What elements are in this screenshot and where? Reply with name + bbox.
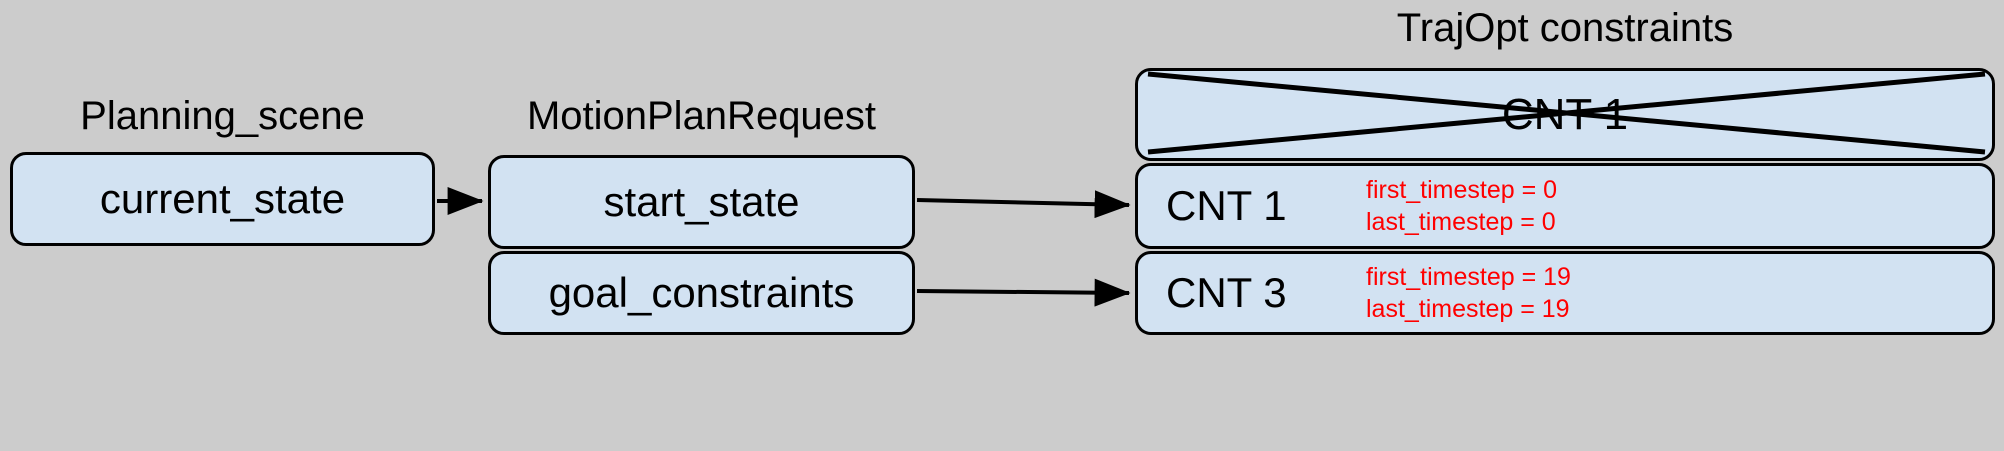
node-goal-constraints-label: goal_constraints — [548, 269, 855, 316]
group-label-trajopt-constraints: TrajOpt constraints — [1396, 6, 1734, 50]
node-cnt-1-annotations: first_timestep = 0 last_timestep = 0 — [1366, 174, 1557, 238]
edge-start-state-to-cnt-1 — [916, 190, 1131, 219]
node-cnt-struck[interactable]: CNT 1 — [1135, 68, 1995, 161]
group-label-planning-scene: Planning_scene — [80, 94, 365, 138]
node-cnt-3-label: CNT 3 — [1166, 269, 1287, 316]
node-current-state-label: current_state — [99, 175, 346, 222]
node-cnt-3-first-timestep: first_timestep = 19 — [1366, 263, 1571, 291]
node-start-state[interactable]: start_state — [488, 155, 915, 249]
node-cnt-1-first-timestep: first_timestep = 0 — [1366, 176, 1558, 204]
node-cnt-1-label: CNT 1 — [1166, 182, 1287, 229]
node-cnt-3-last-timestep: last_timestep = 19 — [1366, 295, 1570, 323]
node-cnt-3-annotations: first_timestep = 19 last_timestep = 19 — [1366, 261, 1571, 325]
node-cnt-3[interactable]: CNT 3 first_timestep = 19 last_timestep … — [1135, 251, 1995, 335]
node-start-state-label: start_state — [603, 178, 800, 225]
node-current-state[interactable]: current_state — [10, 152, 435, 246]
node-goal-constraints[interactable]: goal_constraints — [488, 251, 915, 335]
node-cnt-1-last-timestep: last_timestep = 0 — [1366, 208, 1556, 236]
group-label-motion-plan-request: MotionPlanRequest — [526, 94, 877, 138]
node-cnt-1[interactable]: CNT 1 first_timestep = 0 last_timestep =… — [1135, 163, 1995, 249]
node-cnt-struck-label: CNT 1 — [1501, 89, 1629, 139]
edge-goal-constraints-to-cnt-3 — [916, 278, 1131, 307]
